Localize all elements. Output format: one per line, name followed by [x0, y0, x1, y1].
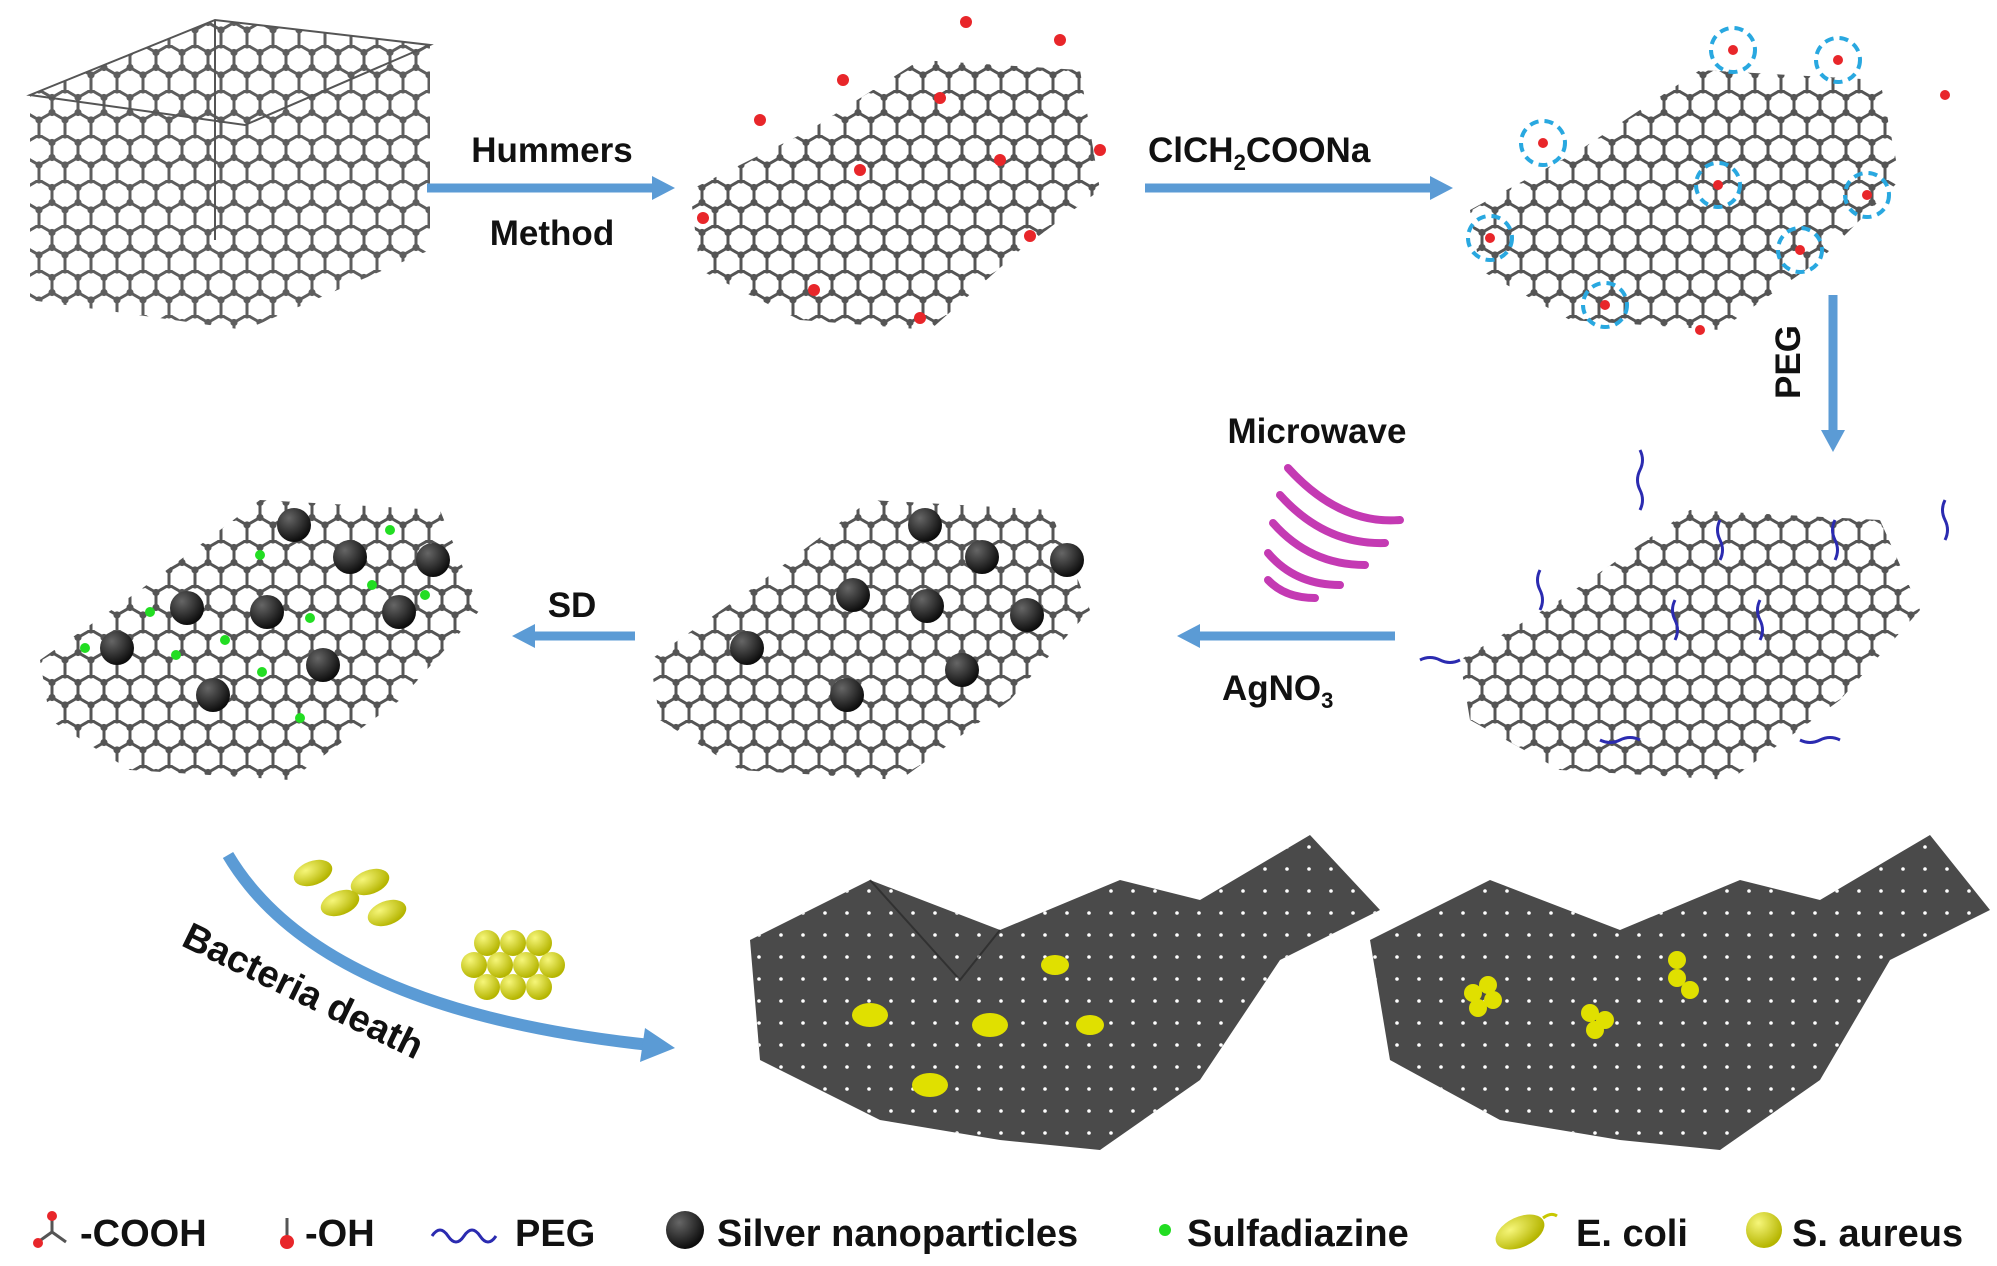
silver-sd-sheet: [40, 500, 480, 780]
carboxylated-go-sheet: [1466, 26, 1950, 335]
legend-silver-label: Silver nanoparticles: [717, 1213, 1078, 1255]
legend-peg-label: PEG: [515, 1213, 595, 1255]
saureus-icon: [1746, 1212, 1782, 1248]
peg-label: PEG: [1769, 325, 1808, 399]
bacteria-death-arrow: [222, 851, 675, 1062]
peg-arrow: [1821, 295, 1845, 452]
ecoli-cluster: [293, 859, 407, 927]
microwave-icon: [1264, 464, 1404, 602]
hummers-arrow: [427, 176, 675, 200]
graphene-oxide-sheet: [690, 16, 1106, 330]
saureus-cluster: [461, 930, 565, 1000]
legend-ecoli-label: E. coli: [1576, 1213, 1688, 1255]
agno3-arrow: [1177, 624, 1395, 648]
pegylated-sheet: [1419, 449, 1949, 780]
clch2coona-label: ClCH2COONa: [1148, 131, 1371, 175]
sd-arrow: [512, 624, 635, 648]
membrane-saureus: [1370, 835, 1990, 1150]
sulfadiazine-icon: [1159, 1224, 1171, 1236]
ecoli-icon: [1495, 1212, 1558, 1250]
legend-saureus-label: S. aureus: [1792, 1213, 1963, 1255]
method-label: Method: [490, 214, 614, 253]
oh-icon: [280, 1218, 294, 1249]
legend: -COOH -OH PEG Silver nanoparticles Sulfa…: [33, 1211, 1963, 1255]
legend-cooh-label: -COOH: [80, 1213, 207, 1255]
graphite-stack: [26, 18, 434, 330]
sd-label: SD: [548, 586, 597, 625]
legend-sulfadiazine-label: Sulfadiazine: [1187, 1213, 1409, 1255]
membrane-ecoli: [750, 835, 1380, 1150]
peg-icon: [430, 1228, 498, 1244]
silver-decorated-sheet: [650, 500, 1090, 780]
legend-oh-label: -OH: [305, 1213, 375, 1255]
cooh-icon: [33, 1211, 67, 1248]
clch2coona-arrow: [1145, 176, 1453, 200]
microwave-label: Microwave: [1228, 412, 1407, 451]
hummers-label: Hummers: [471, 131, 632, 170]
carboxyl-highlight-rings: [1466, 26, 1891, 329]
agno3-label: AgNO3: [1222, 669, 1333, 713]
silver-nanoparticle-icon: [666, 1211, 704, 1249]
